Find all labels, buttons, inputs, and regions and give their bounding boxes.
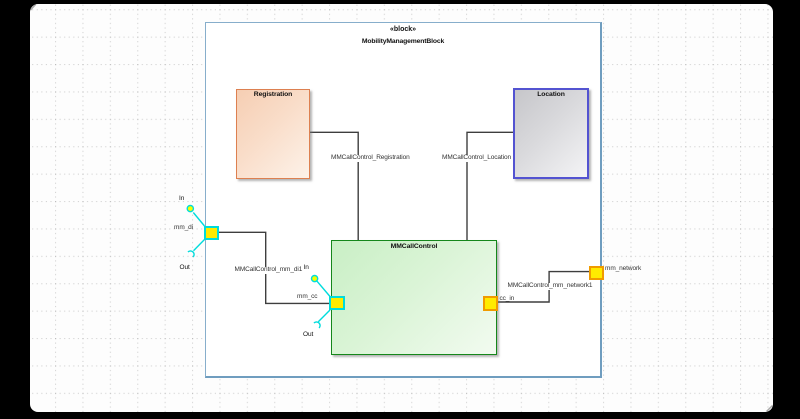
port-mm-di[interactable] [204,225,219,240]
connector-label-location: MMCallControl_Location [441,154,512,162]
diagram-canvas[interactable]: «block» MobilityManagementBlock Registra… [30,4,773,412]
connector-location-mmcallcontrol[interactable] [466,131,513,241]
connector-label-registration: MMCallControl_Registration [330,154,411,162]
frame-name: MobilityManagementBlock [361,37,445,45]
connector-label-mm-di1: MMCallControl_mm_di1 [233,266,304,274]
port-label-mm-cc: mm_cc [297,293,318,300]
interface-label-mm-cc-out: Out [303,330,314,338]
block-mmcallcontrol-title: MMCallControl [390,242,438,250]
mm-di-provided-line [192,212,206,227]
mm-di-required-socket-icon[interactable] [187,250,195,258]
mm-cc-provided-line [316,280,331,297]
port-mm-cc[interactable] [329,296,345,310]
interface-label-mm-di-in: In [179,194,185,202]
block-registration-title: Registration [253,91,293,98]
port-label-cc-in: cc_in [499,294,515,302]
port-mm-network[interactable] [588,266,604,280]
block-mmcallcontrol[interactable] [331,240,497,355]
corner-chamfer-topleft [30,4,37,11]
interface-label-mm-di-out: Out [179,263,190,271]
mm-cc-required-socket-icon[interactable] [313,321,321,329]
interface-label-mm-cc-in: In [303,264,309,271]
block-location-title: Location [537,91,565,98]
block-registration[interactable] [236,89,310,179]
block-location[interactable] [513,88,589,179]
mm-di-provided-ball-icon[interactable] [186,204,195,213]
interfaces-layer [186,204,331,329]
connector-label-mm-network1: MMCallControl_mm_network1 [506,282,594,290]
frame-stereotype: «block» [389,26,417,33]
mm-cc-provided-ball-icon[interactable] [310,274,319,283]
mm-cc-required-line [317,309,331,323]
corner-chamfer-bottomright [765,404,773,412]
port-cc-in[interactable] [483,295,498,311]
connector-registration-mmcallcontrol[interactable] [310,131,359,241]
port-label-mm-di: mm_di [174,223,194,231]
port-label-mm-network: mm_network [605,264,642,272]
mm-di-required-line [192,239,206,252]
